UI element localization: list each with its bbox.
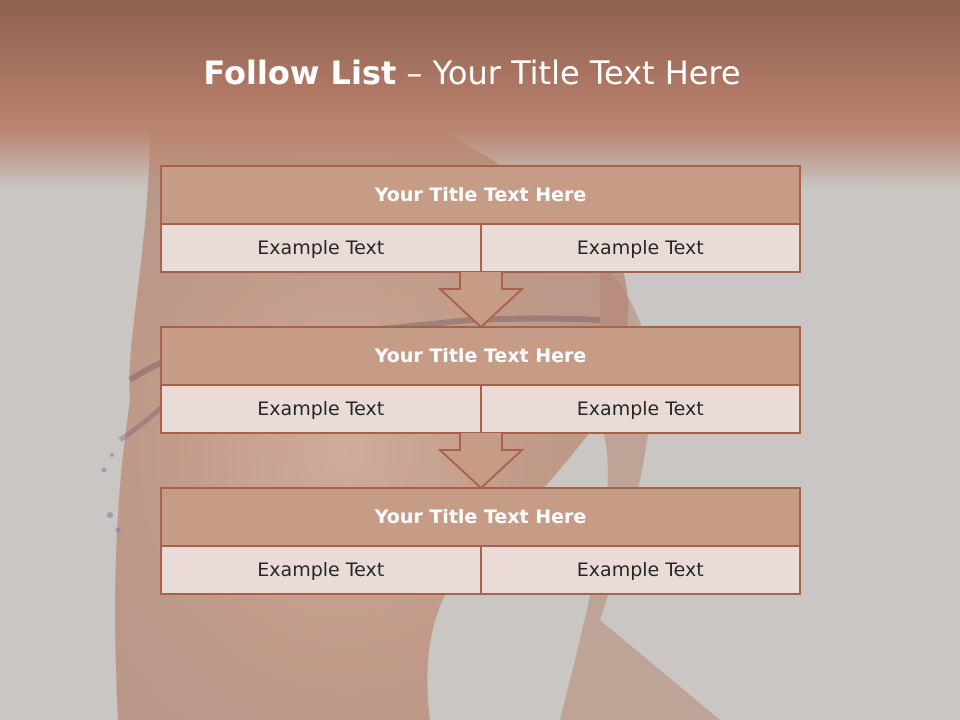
down-arrow-icon [438,432,524,490]
follow-list-block-1: Your Title Text Here Example Text Exampl… [160,165,801,273]
block-title: Your Title Text Here [162,489,799,547]
header-band [0,0,960,190]
block-cell-right: Example Text [479,547,800,593]
title-bold: Follow List [203,54,397,92]
block-row: Example Text Example Text [162,225,799,271]
block-cell-right: Example Text [479,225,800,271]
block-cell-left: Example Text [257,559,385,581]
block-title: Your Title Text Here [162,167,799,225]
block-row: Example Text Example Text [162,547,799,593]
block-cell-right: Example Text [479,386,800,432]
block-title: Your Title Text Here [162,328,799,386]
block-row: Example Text Example Text [162,386,799,432]
follow-list-block-3: Your Title Text Here Example Text Exampl… [160,487,801,595]
block-cell-left: Example Text [257,237,385,259]
follow-list-block-2: Your Title Text Here Example Text Exampl… [160,326,801,434]
title-rest: – Your Title Text Here [396,54,741,92]
page-title: Follow List – Your Title Text Here [0,54,944,92]
block-cell-left: Example Text [257,398,385,420]
down-arrow-icon [438,271,524,329]
